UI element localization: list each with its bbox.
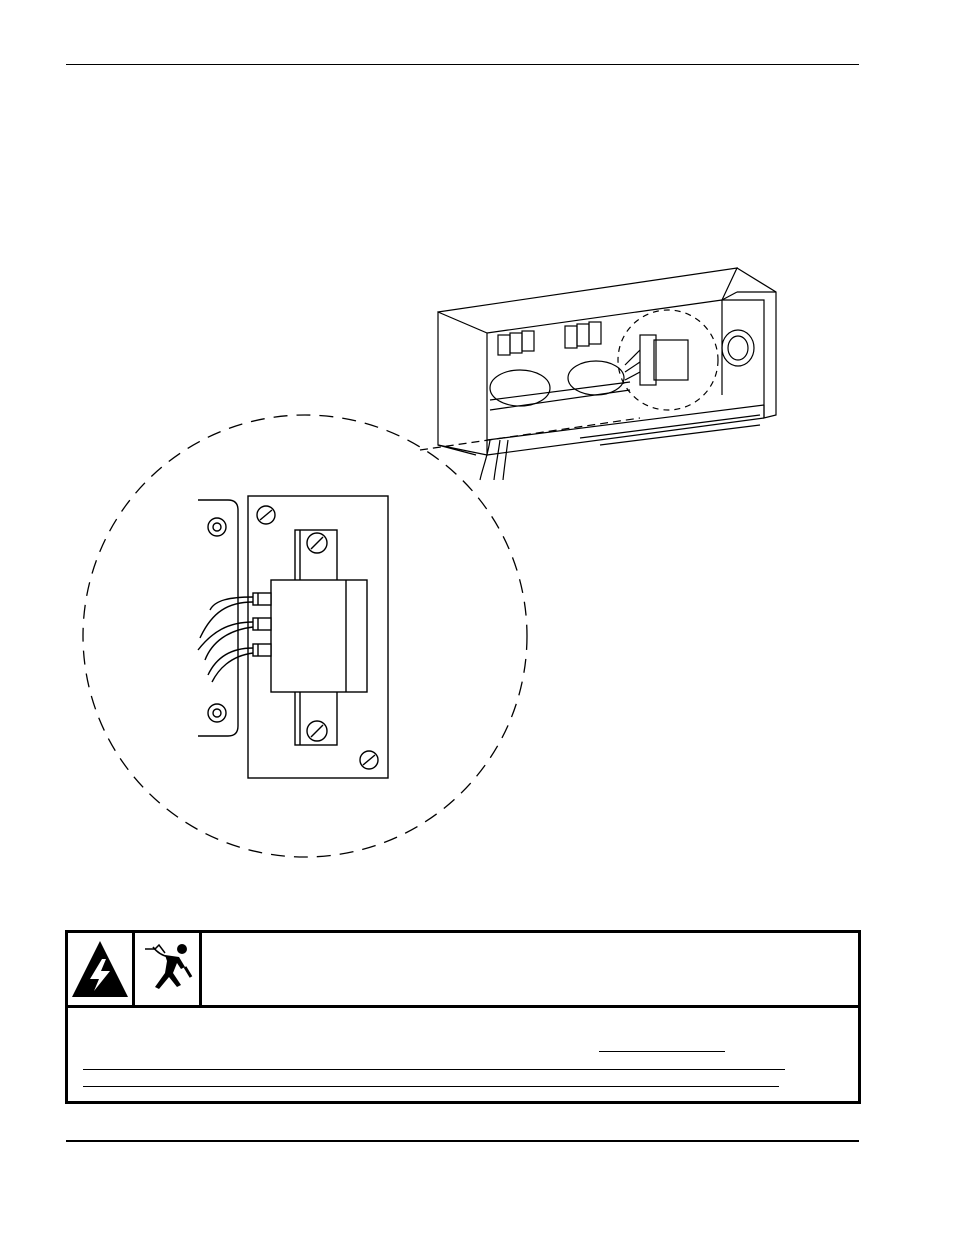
warning-body	[68, 1008, 858, 1101]
filter-detail-illustration	[197, 495, 389, 779]
shock-icon-cell	[68, 933, 135, 1005]
warning-box	[65, 930, 861, 1104]
warning-underline-3	[83, 1086, 779, 1087]
electric-shock-warning-icon	[72, 941, 128, 997]
electrocution-icon-cell	[135, 933, 202, 1005]
electrocution-hazard-icon	[145, 943, 193, 989]
warning-header	[68, 933, 858, 1008]
warning-underline-2	[83, 1069, 785, 1070]
top-rule	[66, 64, 859, 65]
detail-circle	[82, 414, 528, 858]
enclosure-figure	[82, 267, 777, 858]
detail-leader-line	[419, 417, 641, 451]
bottom-rule	[66, 1140, 859, 1142]
warning-underline-1	[599, 1051, 725, 1052]
electrical-enclosure-illustration	[437, 267, 777, 481]
